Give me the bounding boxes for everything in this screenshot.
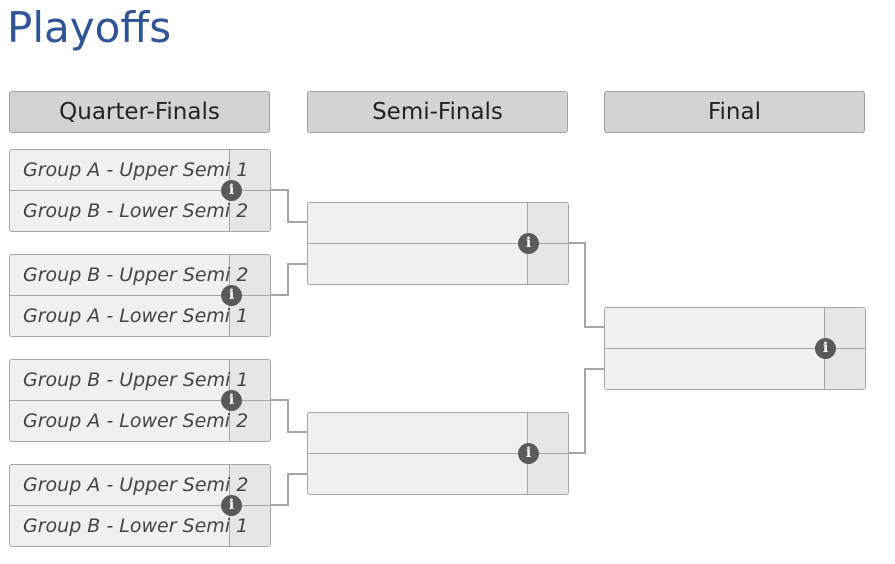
team-slot-bottom: Group B - Lower Semi 2	[23, 200, 249, 222]
match-divider	[10, 190, 270, 191]
info-icon[interactable]: i	[518, 443, 539, 464]
connector-qf3-sf2	[271, 399, 307, 433]
connector-qf1-sf1	[271, 189, 307, 223]
round-header-semi-finals: Semi-Finals	[307, 91, 568, 133]
match-divider	[605, 348, 865, 349]
team-slot-bottom: Group A - Lower Semi 2	[23, 410, 249, 432]
round-header-final: Final	[604, 91, 865, 133]
match-divider	[10, 400, 270, 401]
team-slot-bottom: Group B - Lower Semi 1	[23, 515, 249, 537]
page-title: Playoffs	[7, 3, 172, 52]
match-divider	[10, 505, 270, 506]
connector-qf4-sf2	[271, 473, 307, 506]
team-slot-bottom: Group A - Lower Semi 1	[23, 305, 249, 327]
info-icon[interactable]: i	[221, 390, 242, 411]
round-header-quarter-finals: Quarter-Finals	[9, 91, 270, 133]
connector-sf1-final	[568, 242, 604, 328]
match-divider	[10, 295, 270, 296]
connector-qf2-sf1	[271, 263, 307, 296]
match-divider	[308, 243, 568, 244]
team-slot-top: Group A - Upper Semi 2	[23, 474, 249, 496]
info-icon[interactable]: i	[221, 180, 242, 201]
team-slot-top: Group A - Upper Semi 1	[23, 159, 249, 181]
team-slot-top: Group B - Upper Semi 2	[23, 264, 249, 286]
team-slot-top: Group B - Upper Semi 1	[23, 369, 249, 391]
connector-sf2-final	[568, 368, 604, 454]
match-divider	[308, 453, 568, 454]
quarter-final-match-4[interactable]: Group A - Upper Semi 2 Group B - Lower S…	[9, 464, 271, 547]
info-icon[interactable]: i	[518, 233, 539, 254]
info-icon[interactable]: i	[221, 285, 242, 306]
info-icon[interactable]: i	[815, 338, 836, 359]
semi-final-match-1[interactable]	[307, 202, 569, 285]
info-icon[interactable]: i	[221, 495, 242, 516]
